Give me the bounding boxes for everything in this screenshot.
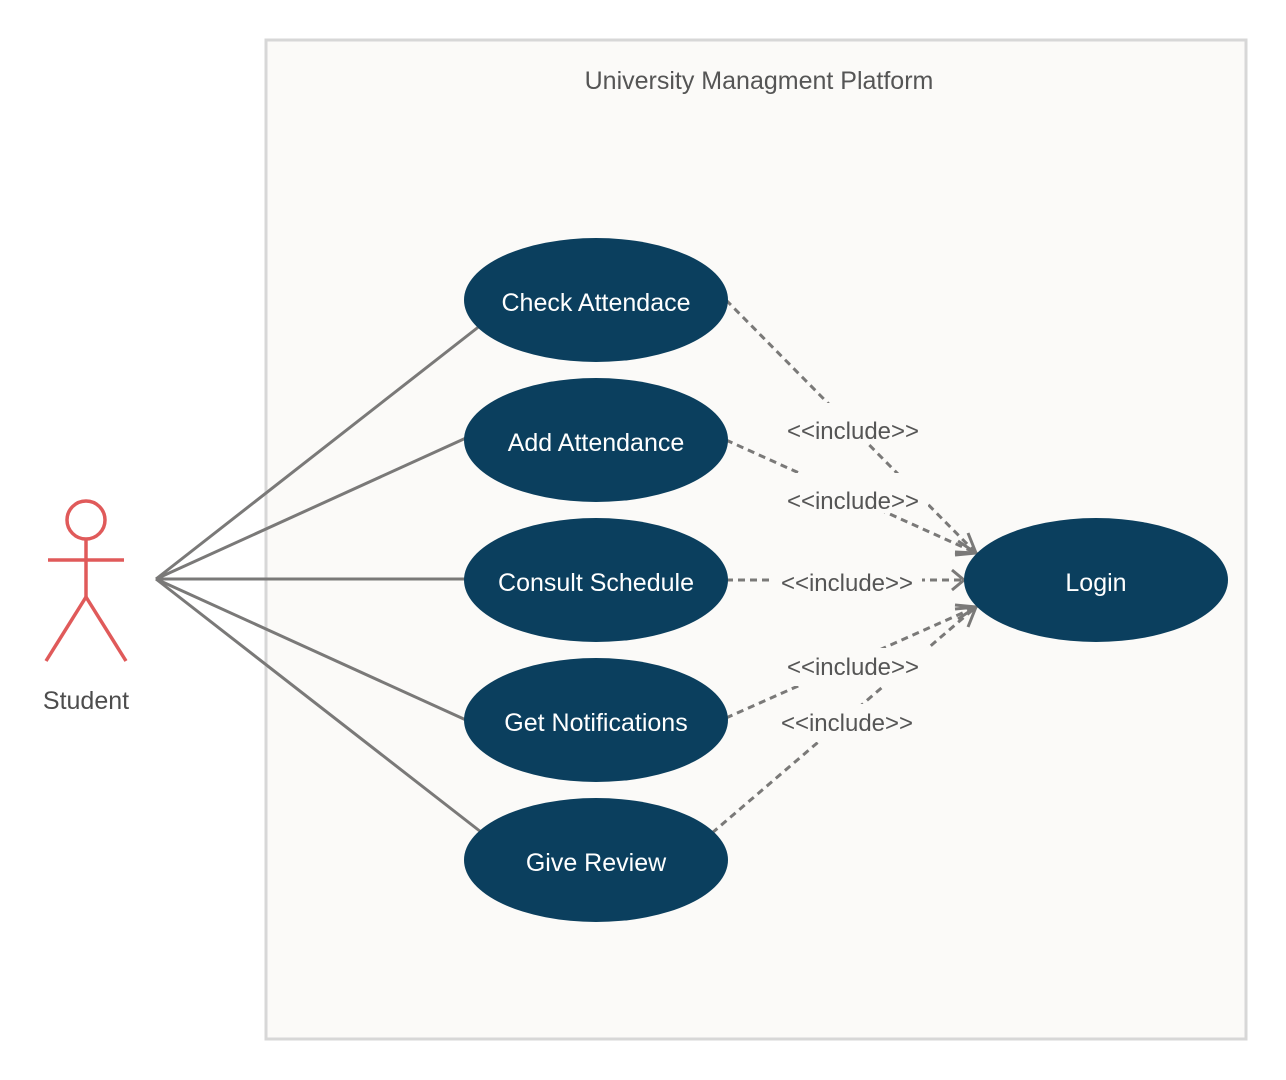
include-labels: <<include>> <<include>> <<include>> <<in… xyxy=(772,403,928,742)
arrowhead-icon xyxy=(954,605,979,628)
use-case-label: Add Attendance xyxy=(508,429,685,457)
use-case-check-attendace: Check Attendace xyxy=(464,238,728,362)
use-case-give-review: Give Review xyxy=(464,798,728,922)
use-case-consult-schedule: Consult Schedule xyxy=(464,518,728,642)
association-line xyxy=(155,577,467,722)
include-label: <<include>> xyxy=(787,654,919,681)
arrowhead-icon xyxy=(954,539,981,557)
include-label: <<include>> xyxy=(781,570,913,597)
use-case-label: Check Attendace xyxy=(501,289,690,317)
association-line xyxy=(155,323,482,581)
use-case-get-notifications: Get Notifications xyxy=(464,658,728,782)
use-case-login: Login xyxy=(964,518,1228,642)
system-title: University Managment Platform xyxy=(585,67,934,95)
use-case-label: Consult Schedule xyxy=(498,569,694,597)
student-actor-icon xyxy=(44,499,128,662)
use-case-add-attendance: Add Attendance xyxy=(464,378,728,502)
include-label: <<include>> xyxy=(787,418,919,445)
associations xyxy=(155,323,482,834)
use-case-label: Give Review xyxy=(526,849,667,877)
include-label: <<include>> xyxy=(787,488,919,515)
association-line xyxy=(155,436,467,581)
use-case-label: Get Notifications xyxy=(504,709,687,737)
include-label: <<include>> xyxy=(781,710,913,737)
use-case-label: Login xyxy=(1065,569,1126,597)
association-line xyxy=(155,577,482,834)
actor-label: Student xyxy=(43,687,129,715)
